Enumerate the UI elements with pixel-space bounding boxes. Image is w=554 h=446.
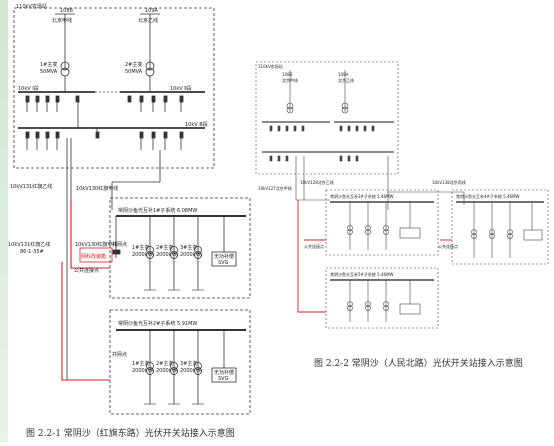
left-svg-box-1: 无功补偿 [214, 253, 234, 260]
left-tr3-cap: 2000kVA [180, 252, 203, 258]
left-grid-label-1: 并网点 [112, 241, 127, 248]
left-sub1-title: 常阴沙鱼光互补1#子系统 6.08MW [118, 207, 197, 214]
right-public-box-2: 公共连接点 [438, 243, 458, 249]
left-bus-2-label: 10kV Ⅱ段 [170, 85, 192, 92]
right-subsystem-5-box [325, 267, 439, 329]
left-tr3-label: 3#主变 [180, 244, 197, 251]
left-feeder-2-label: 北京乙线 [138, 17, 158, 24]
left-subsystem-2-box [109, 309, 251, 415]
left-svg-text-2: SVG [218, 376, 229, 382]
right-box1-title: 常阴沙鱼光互补3#子系统 5.46MW [330, 193, 394, 199]
right-line-b: 10kV128北京乙线 [300, 179, 334, 185]
left-red-note-box [79, 247, 113, 263]
left-line-131-b: 10kV131红旗乙线 [8, 241, 50, 248]
right-diagram [255, 61, 549, 329]
right-feeder-1-no: 108B [282, 72, 293, 77]
left-tr1-cap: 2000kVA [132, 252, 155, 258]
right-caption: 图 2.2-2 常阴沙（人民北路）光伏开关站接入示意图 [314, 359, 523, 369]
left-station-box [13, 7, 215, 169]
left-feeder-2-no: 109A [145, 8, 159, 14]
slide-decoration-bar [0, 0, 8, 442]
right-feeder-2-label: 北京乙线 [338, 77, 354, 83]
left-feeder-1-label: 北京甲线 [52, 17, 72, 24]
left-svg-box-2: 无功补偿 [214, 369, 234, 376]
left-red-line-2 [61, 262, 110, 381]
left-feeder-1-no: 108B [60, 8, 74, 14]
right-box3-title: 常阴沙鱼光互补5#子系统 5.46MW [330, 271, 394, 277]
left-grid-label-2: 并网点 [112, 351, 127, 358]
left-transformer-1-label: 1#主变 [40, 61, 57, 68]
right-box2-title: 常阴沙鱼光互补4#子系统 5.46MW [456, 193, 520, 199]
left-tr2-cap: 2000kVA [156, 252, 179, 258]
right-station-box [255, 61, 399, 175]
right-feeder-2-no: 109A [338, 72, 349, 77]
left-svg-text-1: SVG [218, 260, 229, 266]
left-tr1-cap-b: 2000kVA [132, 368, 155, 374]
left-tr2-cap-b: 2000kVA [156, 368, 179, 374]
right-subsystem-3-box [325, 189, 439, 256]
left-caption: 图 2.2-1 常阴沙（红旗东路）光伏开关站接入示意图 [26, 429, 235, 439]
right-red-line-1 [297, 200, 326, 313]
right-subsystem-4-box [451, 189, 549, 265]
left-transformer-2-label: 2#主变 [125, 61, 142, 68]
left-tr3-cap-b: 2000kVA [180, 368, 203, 374]
left-line-130-a: 10kV130红旗甲线 [76, 185, 118, 192]
left-diagram [13, 7, 251, 415]
left-tr3-label-b: 3#主变 [180, 360, 197, 367]
left-transformer-2-cap: 50MVA [125, 69, 143, 75]
left-transformer-1-symbol [60, 61, 70, 71]
left-public-box: 公共连接点 [74, 267, 99, 274]
left-bus-3-label: 10kV Ⅲ段 [185, 121, 208, 128]
left-tr2-label-b: 2#主变 [156, 360, 173, 367]
left-line-130-b: 10kV130红旗甲线 [75, 241, 117, 248]
left-sub2-title: 常阴沙鱼光互补2#子系统 5.91MW [118, 320, 197, 327]
left-tr2-label: 2#主变 [156, 244, 173, 251]
right-line-c: 10kV138北京丙线 [432, 179, 466, 185]
right-line-a: 10kV127北京甲线 [258, 185, 292, 191]
right-feeder-1-label: 北京甲线 [282, 77, 298, 83]
right-public-box-1: 公共连接点 [304, 243, 324, 249]
left-line-131-a: 10kV131红旗乙线 [10, 183, 52, 190]
left-bus-1-label: 10kV Ⅰ段 [18, 85, 39, 92]
left-red-note: 网科改装箱 [81, 253, 106, 260]
left-tr1-label: 1#主变 [132, 244, 149, 251]
left-transformer-1-cap: 50MVA [40, 69, 58, 75]
left-tr1-label-b: 1#主变 [132, 360, 149, 367]
left-station-label: 110kV农场站 [16, 3, 47, 10]
right-station-label: 110kV农场站 [258, 63, 283, 69]
left-line-131-b-sub: 86-1-35# [20, 249, 44, 255]
left-red-line-1 [70, 200, 110, 269]
left-transformer-2-symbol [145, 61, 155, 71]
